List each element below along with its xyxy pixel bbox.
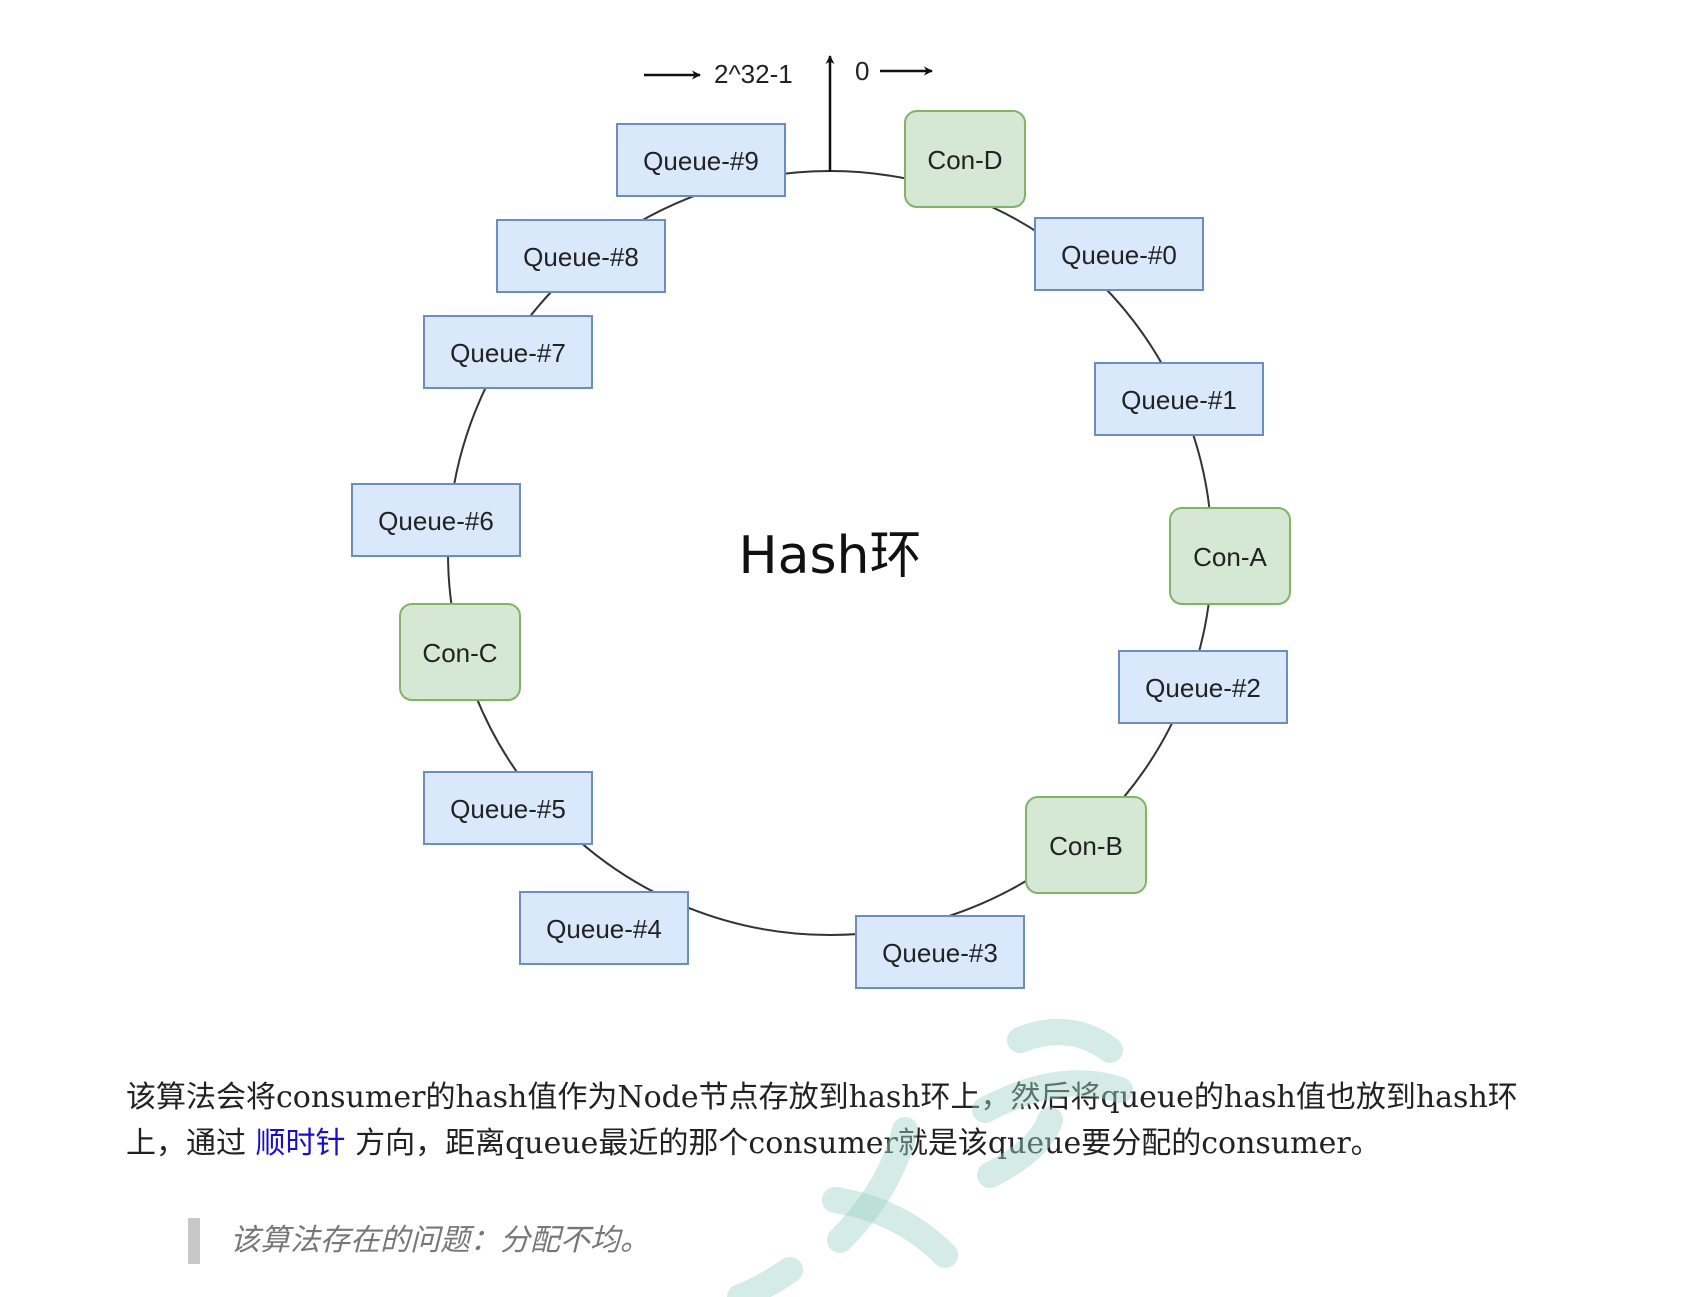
hash-ring-diagram: 2^32-1 0 Hash环 Queue-#0 Queue-#1 Queue-#… [351,55,1291,989]
queue-node: Queue-#3 [855,915,1025,989]
consumer-node: Con-B [1025,796,1147,894]
consumer-node-label: Con-C [422,638,497,668]
max-hash-label: 2^32-1 [714,59,793,89]
queue-node-label: Queue-#3 [882,938,998,968]
hash-ring-title: Hash环 [738,526,921,586]
queue-node: Queue-#7 [423,315,593,389]
consumer-node-label: Con-A [1193,542,1267,572]
queue-node-label: Queue-#6 [378,506,494,536]
consumer-node: Con-C [399,603,521,701]
queue-node-label: Queue-#2 [1145,673,1261,703]
queue-node: Queue-#6 [351,483,521,557]
consumer-node-label: Con-B [1049,831,1123,861]
queue-node: Queue-#0 [1034,217,1204,291]
problem-blockquote: 该算法存在的问题：分配不均。 [188,1218,650,1264]
queue-node: Queue-#1 [1094,362,1264,436]
queue-node-label: Queue-#8 [523,242,639,272]
description-text-end: 方向，距离queue最近的那个consumer就是该queue要分配的consu… [345,1126,1381,1161]
queue-node-label: Queue-#5 [450,794,566,824]
consumer-node: Con-A [1169,507,1291,605]
queue-node: Queue-#2 [1118,650,1288,724]
queue-node: Queue-#5 [423,771,593,845]
queue-node-label: Queue-#0 [1061,240,1177,270]
consumer-node-label: Con-D [927,145,1002,175]
queue-node: Queue-#9 [616,123,786,197]
queue-node-label: Queue-#9 [643,146,759,176]
queue-node-label: Queue-#4 [546,914,662,944]
problem-text: 该算法存在的问题：分配不均。 [230,1223,650,1258]
description-text-start: 该算法会将consumer的hash值作为Node节点存放到hash环上，然后将… [126,1080,1518,1161]
zero-hash-label: 0 [855,56,869,86]
consumer-node: Con-D [904,110,1026,208]
queue-node-label: Queue-#7 [450,338,566,368]
algorithm-description: 该算法会将consumer的hash值作为Node节点存放到hash环上，然后将… [126,1075,1526,1167]
clockwise-link[interactable]: 顺时针 [255,1126,346,1161]
queue-node-label: Queue-#1 [1121,385,1237,415]
queue-node: Queue-#8 [496,219,666,293]
queue-node: Queue-#4 [519,891,689,965]
